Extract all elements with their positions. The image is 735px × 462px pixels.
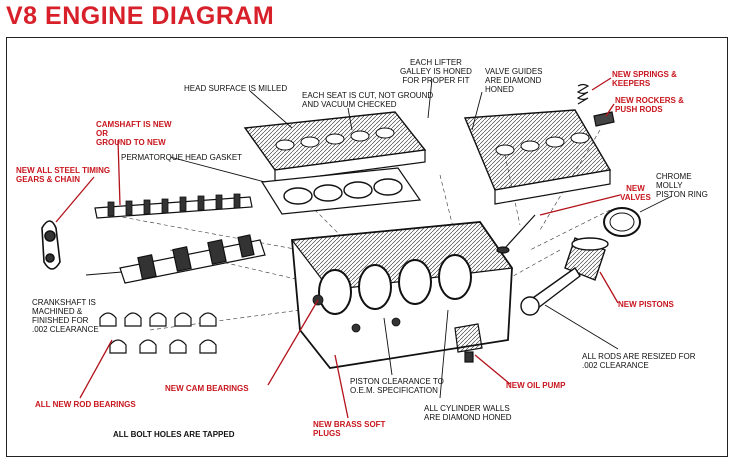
oil-pump xyxy=(454,323,483,363)
diagram-title: V8 ENGINE DIAGRAM xyxy=(6,2,275,30)
label-camshaft: CAMSHAFT IS NEW OR GROUND TO NEW xyxy=(96,120,172,147)
label-new-cam-bearings: NEW CAM BEARINGS xyxy=(165,384,249,393)
label-chrome-ring: CHROME MOLLY PISTON RING xyxy=(656,172,708,199)
label-bolt-holes: ALL BOLT HOLES ARE TAPPED xyxy=(113,430,235,439)
label-piston-clearance: PISTON CLEARANCE TO O.E.M. SPECIFICATION xyxy=(350,377,444,395)
label-lifter-galley: EACH LIFTER GALLEY IS HONED FOR PROPER F… xyxy=(400,58,472,85)
label-new-oil-pump: NEW OIL PUMP xyxy=(506,381,566,390)
crankshaft xyxy=(119,234,266,284)
valve xyxy=(496,214,536,254)
bearing-caps xyxy=(99,312,217,354)
label-rod-bearings: ALL NEW ROD BEARINGS xyxy=(35,400,136,409)
left-cylinder-head xyxy=(243,111,427,183)
timing-gears-and-chain xyxy=(41,220,61,270)
label-rods-resized: ALL RODS ARE RESIZED FOR .002 CLEARANCE xyxy=(582,352,696,370)
piston-ring xyxy=(603,207,641,237)
label-new-springs: NEW SPRINGS & KEEPERS xyxy=(612,70,677,88)
label-seat-cut: EACH SEAT IS CUT, NOT GROUND AND VACUUM … xyxy=(302,91,434,109)
leader-lines-black xyxy=(85,78,673,399)
label-timing-gears: NEW ALL STEEL TIMING GEARS & CHAIN xyxy=(16,166,111,184)
label-valve-guides: VALVE GUIDES ARE DIAMOND HONED xyxy=(485,67,543,94)
camshaft xyxy=(94,193,253,219)
label-new-valves: NEW VALVES xyxy=(620,184,651,202)
label-crankshaft: CRANKSHAFT IS MACHINED & FINISHED FOR .0… xyxy=(32,298,99,334)
label-head-surface: HEAD SURFACE IS MILLED xyxy=(184,84,288,93)
leader-lines-red xyxy=(55,77,621,419)
piston-and-rod xyxy=(520,237,609,316)
label-head-gasket: PERMATORQUE HEAD GASKET xyxy=(121,153,243,162)
label-cylinder-walls: ALL CYLINDER WALLS ARE DIAMOND HONED xyxy=(424,404,512,422)
head-gasket xyxy=(260,167,422,215)
right-cylinder-head xyxy=(463,109,612,205)
label-new-rockers: NEW ROCKERS & PUSH RODS xyxy=(615,96,684,114)
diagram-frame xyxy=(6,37,728,457)
valve-springs-and-rockers xyxy=(576,83,615,127)
label-new-pistons: NEW PISTONS xyxy=(618,300,674,309)
label-brass-soft-plugs: NEW BRASS SOFT PLUGS xyxy=(313,420,386,438)
